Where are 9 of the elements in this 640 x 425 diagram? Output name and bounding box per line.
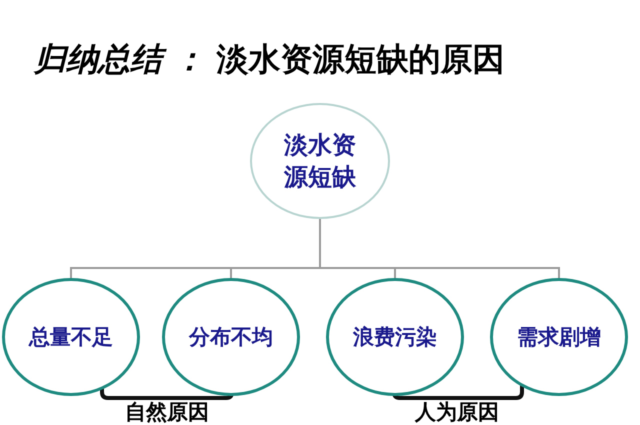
node-text: 淡水资源短缺 xyxy=(282,130,357,193)
group-label: 人为原因 xyxy=(415,399,499,425)
node-text: 总量不足 xyxy=(29,324,113,351)
connector-line xyxy=(319,219,560,278)
node-text: 浪费污染 xyxy=(353,324,437,351)
title: 归纳总结 ： 淡水资源短缺的原因 xyxy=(34,39,504,80)
group-label: 自然原因 xyxy=(125,399,209,425)
node-text: 分布不均 xyxy=(189,324,273,351)
node-text: 需求剧增 xyxy=(517,324,601,351)
